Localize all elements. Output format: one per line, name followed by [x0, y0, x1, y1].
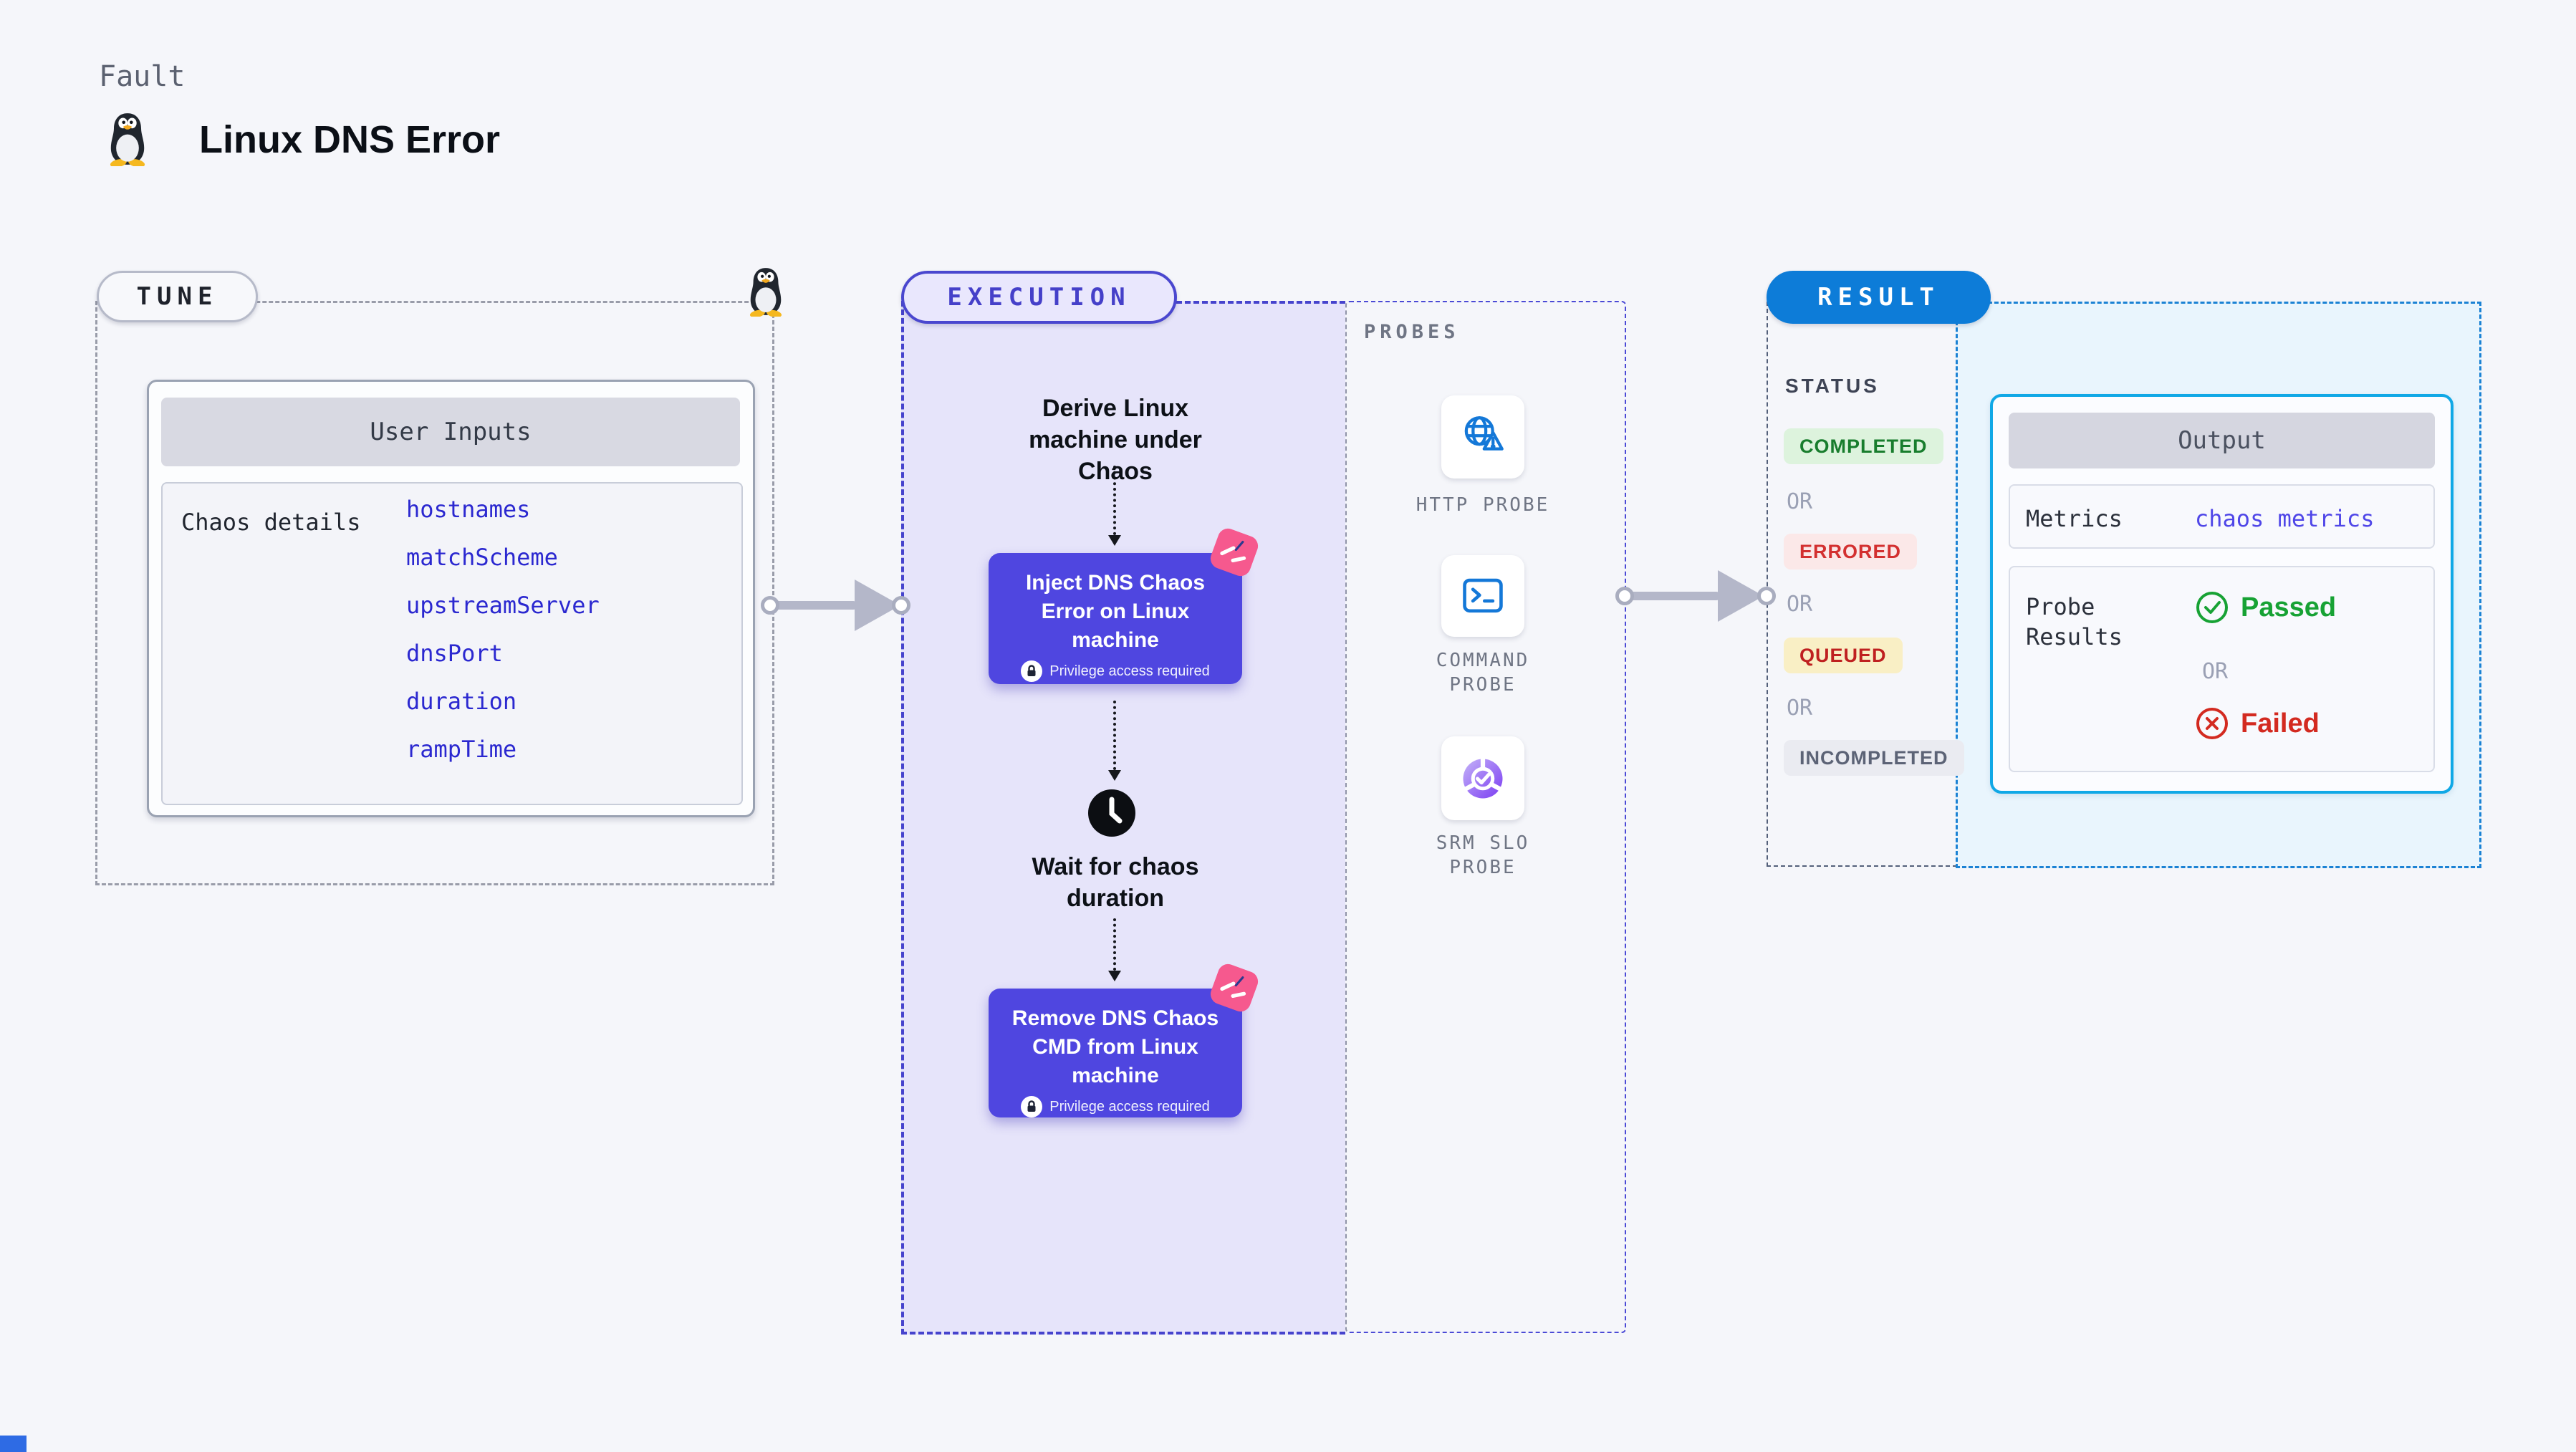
- probe-passed-verdict: Passed: [2195, 590, 2336, 625]
- chaos-details-values: hostnames matchScheme upstreamServer dns…: [406, 496, 600, 784]
- output-title: Output: [2009, 413, 2435, 468]
- srm-slo-probe-card[interactable]: [1441, 736, 1524, 820]
- or-separator: OR: [1787, 489, 1813, 514]
- probe-failed-verdict: Failed: [2195, 706, 2320, 741]
- tune-region: [95, 301, 774, 885]
- chaos-experiment-icon: [1208, 526, 1261, 579]
- result-section-label: RESULT: [1767, 271, 1991, 324]
- execution-section-label: EXECUTION: [901, 271, 1177, 324]
- flow-arrow-down: [1107, 466, 1123, 546]
- input-value: duration: [406, 688, 517, 715]
- execution-to-result-arrow: [1625, 569, 1767, 623]
- page-title: Linux DNS Error: [199, 118, 501, 161]
- remove-dns-chaos-button[interactable]: Remove DNS Chaos CMD from Linux machine …: [989, 989, 1242, 1117]
- input-value: hostnames: [406, 496, 531, 523]
- connector-port: [1615, 587, 1634, 605]
- terminal-icon: [1456, 569, 1509, 622]
- user-inputs-title: User Inputs: [161, 398, 740, 466]
- tune-section-label: TUNE: [97, 271, 258, 322]
- result-label-text: RESULT: [1817, 283, 1940, 312]
- input-value: rampTime: [406, 736, 517, 763]
- input-value: upstreamServer: [406, 592, 600, 619]
- inject-step-title: Inject DNS Chaos Error on Linux machine: [1025, 571, 1206, 652]
- privilege-note: Privilege access required: [1049, 663, 1210, 679]
- derive-step-label: Derive Linux machine under Chaos: [1029, 395, 1202, 485]
- connector-port: [892, 596, 910, 615]
- user-inputs-card: User Inputs Chaos details hostnames matc…: [147, 380, 755, 817]
- probe-results-row: Probe Results Passed OR: [2009, 566, 2435, 772]
- metrics-label: Metrics: [2026, 505, 2123, 532]
- tux-penguin-icon: [105, 112, 150, 168]
- check-circle-icon: [2195, 590, 2229, 625]
- srm-slo-probe-label: SRM SLO PROBE: [1436, 832, 1530, 878]
- status-badge-incompleted: INCOMPLETED: [1784, 740, 1964, 776]
- lock-icon: [1021, 660, 1043, 682]
- metrics-value: chaos metrics: [2195, 505, 2375, 532]
- passed-text: Passed: [2241, 592, 2337, 622]
- input-value: dnsPort: [406, 640, 503, 667]
- http-probe-label: HTTP PROBE: [1416, 494, 1550, 516]
- inject-dns-chaos-button[interactable]: Inject DNS Chaos Error on Linux machine …: [989, 553, 1242, 684]
- failed-text: Failed: [2241, 708, 2320, 739]
- fault-eyebrow: Fault: [99, 60, 186, 93]
- output-card: Output Metrics chaos metrics Probe Resul…: [1990, 394, 2454, 794]
- globe-alert-icon: [1456, 410, 1510, 464]
- metrics-row: Metrics chaos metrics: [2009, 484, 2435, 549]
- status-title: STATUS: [1785, 375, 1880, 397]
- status-badge-queued: QUEUED: [1784, 638, 1903, 673]
- probes-section-label: PROBES: [1364, 321, 1460, 343]
- user-inputs-body: Chaos details hostnames matchScheme upst…: [161, 482, 743, 805]
- tux-penguin-icon: [745, 266, 787, 318]
- lock-icon: [1021, 1096, 1043, 1117]
- or-separator: OR: [2202, 659, 2229, 684]
- status-badge-errored: ERRORED: [1784, 534, 1918, 569]
- or-separator: OR: [1787, 592, 1813, 617]
- flow-arrow-down: [1107, 918, 1123, 981]
- command-probe-card[interactable]: [1441, 555, 1524, 637]
- probes-region: [1345, 301, 1626, 1333]
- or-separator: OR: [1787, 696, 1813, 721]
- tune-label-text: TUNE: [136, 282, 218, 311]
- execution-label-text: EXECUTION: [947, 283, 1131, 312]
- tune-to-execution-arrow: [770, 578, 901, 633]
- clock-icon: [1087, 788, 1137, 838]
- screen-artifact: [0, 1436, 27, 1452]
- slo-donut-icon: [1454, 750, 1512, 807]
- http-probe-card[interactable]: [1441, 395, 1524, 479]
- wait-step-label: Wait for chaos duration: [1032, 853, 1199, 912]
- remove-step-title: Remove DNS Chaos CMD from Linux machine: [1011, 1006, 1219, 1087]
- input-value: matchScheme: [406, 544, 558, 571]
- connector-port: [761, 596, 779, 615]
- chaos-details-label: Chaos details: [181, 509, 361, 536]
- flow-arrow-down: [1107, 701, 1123, 781]
- command-probe-label: COMMAND PROBE: [1436, 650, 1530, 696]
- probe-results-label: Probe Results: [2026, 593, 2123, 650]
- connector-port: [1757, 587, 1776, 605]
- privilege-note: Privilege access required: [1049, 1098, 1210, 1115]
- chaos-experiment-icon: [1208, 961, 1261, 1014]
- status-badge-completed: COMPLETED: [1784, 428, 1943, 464]
- x-circle-icon: [2195, 706, 2229, 741]
